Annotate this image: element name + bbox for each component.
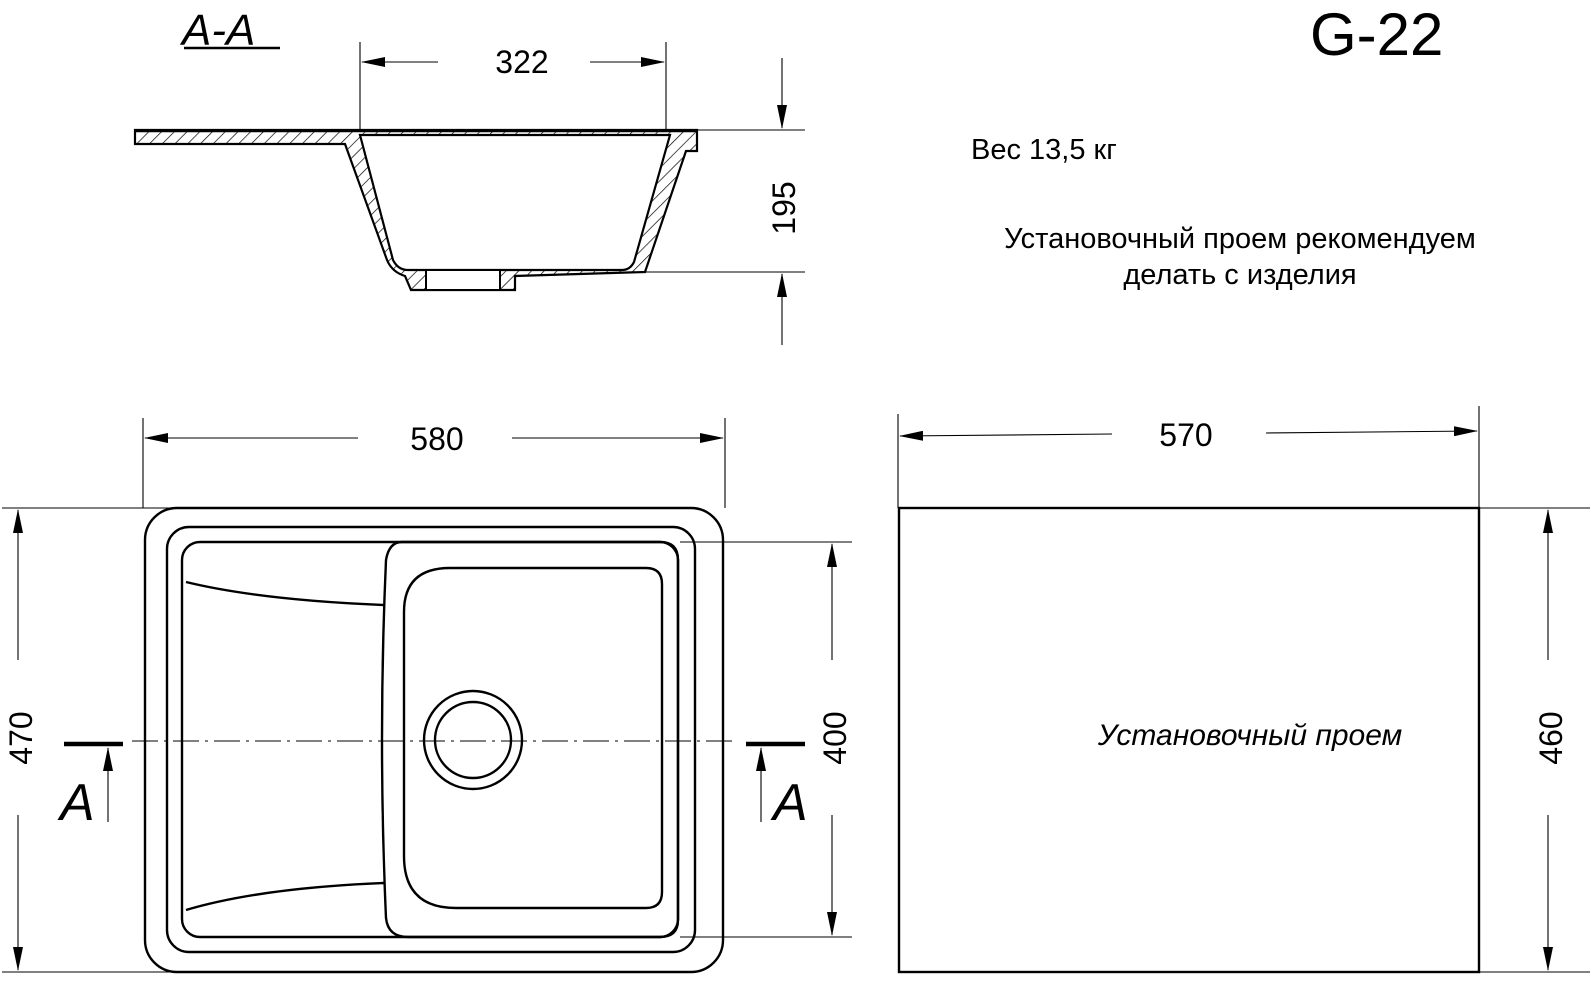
dimension-580: 580: [142, 418, 726, 508]
section-marker-left-label: A: [57, 774, 95, 832]
drain-inner: [433, 700, 513, 780]
sink-outer-rim: [143, 506, 725, 974]
sink-plan: [143, 506, 725, 974]
weight-note: Вес 13,5 кг: [971, 134, 1117, 166]
dimension-570: 570: [897, 406, 1480, 508]
dimension-400-label: 400: [817, 711, 853, 764]
section-marker-right-label: A: [770, 774, 808, 832]
section-line: A A: [57, 740, 808, 832]
section-drain: [425, 269, 501, 291]
section-profile: [133, 128, 699, 292]
section-bowl-cavity: [358, 133, 672, 272]
bowl-inner: [402, 566, 664, 910]
dimension-570-arrow-right: [1265, 426, 1478, 437]
bowl-outer: [380, 540, 680, 939]
model-title: G-22: [1310, 1, 1443, 68]
dimension-580-label: 580: [410, 421, 463, 457]
dimension-322-label: 322: [495, 44, 548, 80]
drainboard-groove-top: [185, 580, 385, 607]
dimension-570-label: 570: [1159, 417, 1212, 453]
dimension-400: 400: [680, 541, 853, 938]
drain-outer: [422, 689, 524, 791]
recommendation-note-line2: делать с изделия: [1123, 259, 1356, 291]
dimension-570-arrow-left: [899, 430, 1113, 441]
dimension-460-label: 460: [1533, 711, 1569, 764]
section-title: A-A: [179, 6, 280, 55]
dimension-195: 195: [645, 58, 805, 345]
cutout: Установочный проем: [897, 506, 1481, 974]
drainboard-groove-bottom: [185, 881, 385, 912]
dimension-322: 322: [359, 42, 667, 132]
sink-deck-edge: [180, 540, 680, 939]
sink-inner-rim: [165, 525, 697, 954]
dimension-195-label: 195: [766, 181, 802, 234]
dimension-460: 460: [1479, 507, 1590, 973]
cutout-rect: [897, 506, 1481, 974]
cutout-label: Установочный проем: [1097, 719, 1402, 752]
dimension-470-label: 470: [3, 711, 39, 764]
recommendation-note-line1: Установочный проем рекомендуем: [1004, 223, 1476, 255]
dimension-470: 470: [2, 507, 170, 973]
